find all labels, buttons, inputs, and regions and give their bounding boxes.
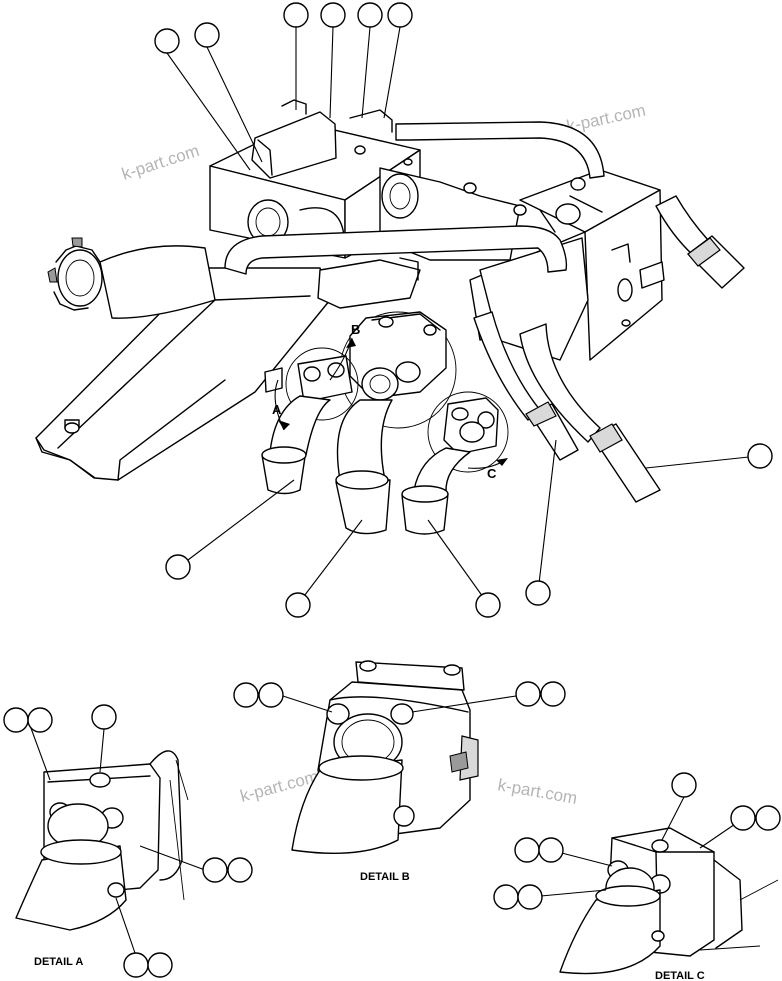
hoses: [261, 195, 745, 535]
view-label-b: B: [351, 322, 360, 337]
callout-balloon: [514, 837, 540, 863]
callout-balloon: [283, 2, 309, 28]
detail-c-label: DETAIL C: [655, 970, 705, 981]
callout-balloon: [194, 22, 220, 48]
detail-b-label: DETAIL B: [360, 871, 410, 883]
main-callouts: [154, 2, 773, 618]
callout-balloon: [755, 805, 781, 831]
callout-balloon: [747, 443, 773, 469]
view-label-c: C: [487, 466, 497, 481]
watermark-1: k-part.com: [119, 141, 201, 184]
detail-c-view: DETAIL C: [493, 772, 781, 981]
main-assembly-view: A B C: [35, 2, 773, 618]
callout-balloon: [233, 682, 259, 708]
callout-balloon: [154, 28, 180, 54]
callout-balloon: [538, 837, 564, 863]
right-flange-cluster: [427, 391, 509, 473]
callout-balloon: [285, 592, 311, 618]
callout-balloon: [493, 884, 519, 910]
watermark-4: k-part.com: [496, 775, 578, 808]
detail-a-view: DETAIL A: [3, 704, 253, 978]
callout-balloon: [147, 952, 173, 978]
callout-balloon: [27, 707, 53, 733]
detail-b-view: DETAIL B: [233, 660, 566, 883]
callout-balloon: [525, 580, 551, 606]
detail-a-label: DETAIL A: [34, 956, 83, 968]
callout-balloon: [91, 704, 117, 730]
callout-balloon: [3, 707, 29, 733]
axle-housing: [35, 237, 331, 481]
crossover-tube: [224, 121, 605, 275]
callout-balloon: [730, 805, 756, 831]
callout-balloon: [475, 592, 501, 618]
callout-balloon: [387, 2, 413, 28]
callout-balloon: [517, 884, 543, 910]
view-arrows: A B C: [272, 322, 508, 481]
callout-balloon: [202, 857, 228, 883]
callout-balloon: [258, 682, 284, 708]
callout-balloon: [123, 952, 149, 978]
callout-balloon: [227, 857, 253, 883]
callout-balloon: [515, 681, 541, 707]
callout-balloon: [357, 2, 383, 28]
callout-balloon: [320, 2, 346, 28]
view-label-a: A: [272, 402, 282, 417]
callout-balloon: [671, 772, 697, 798]
callout-balloon: [165, 554, 191, 580]
callout-balloon: [540, 681, 566, 707]
